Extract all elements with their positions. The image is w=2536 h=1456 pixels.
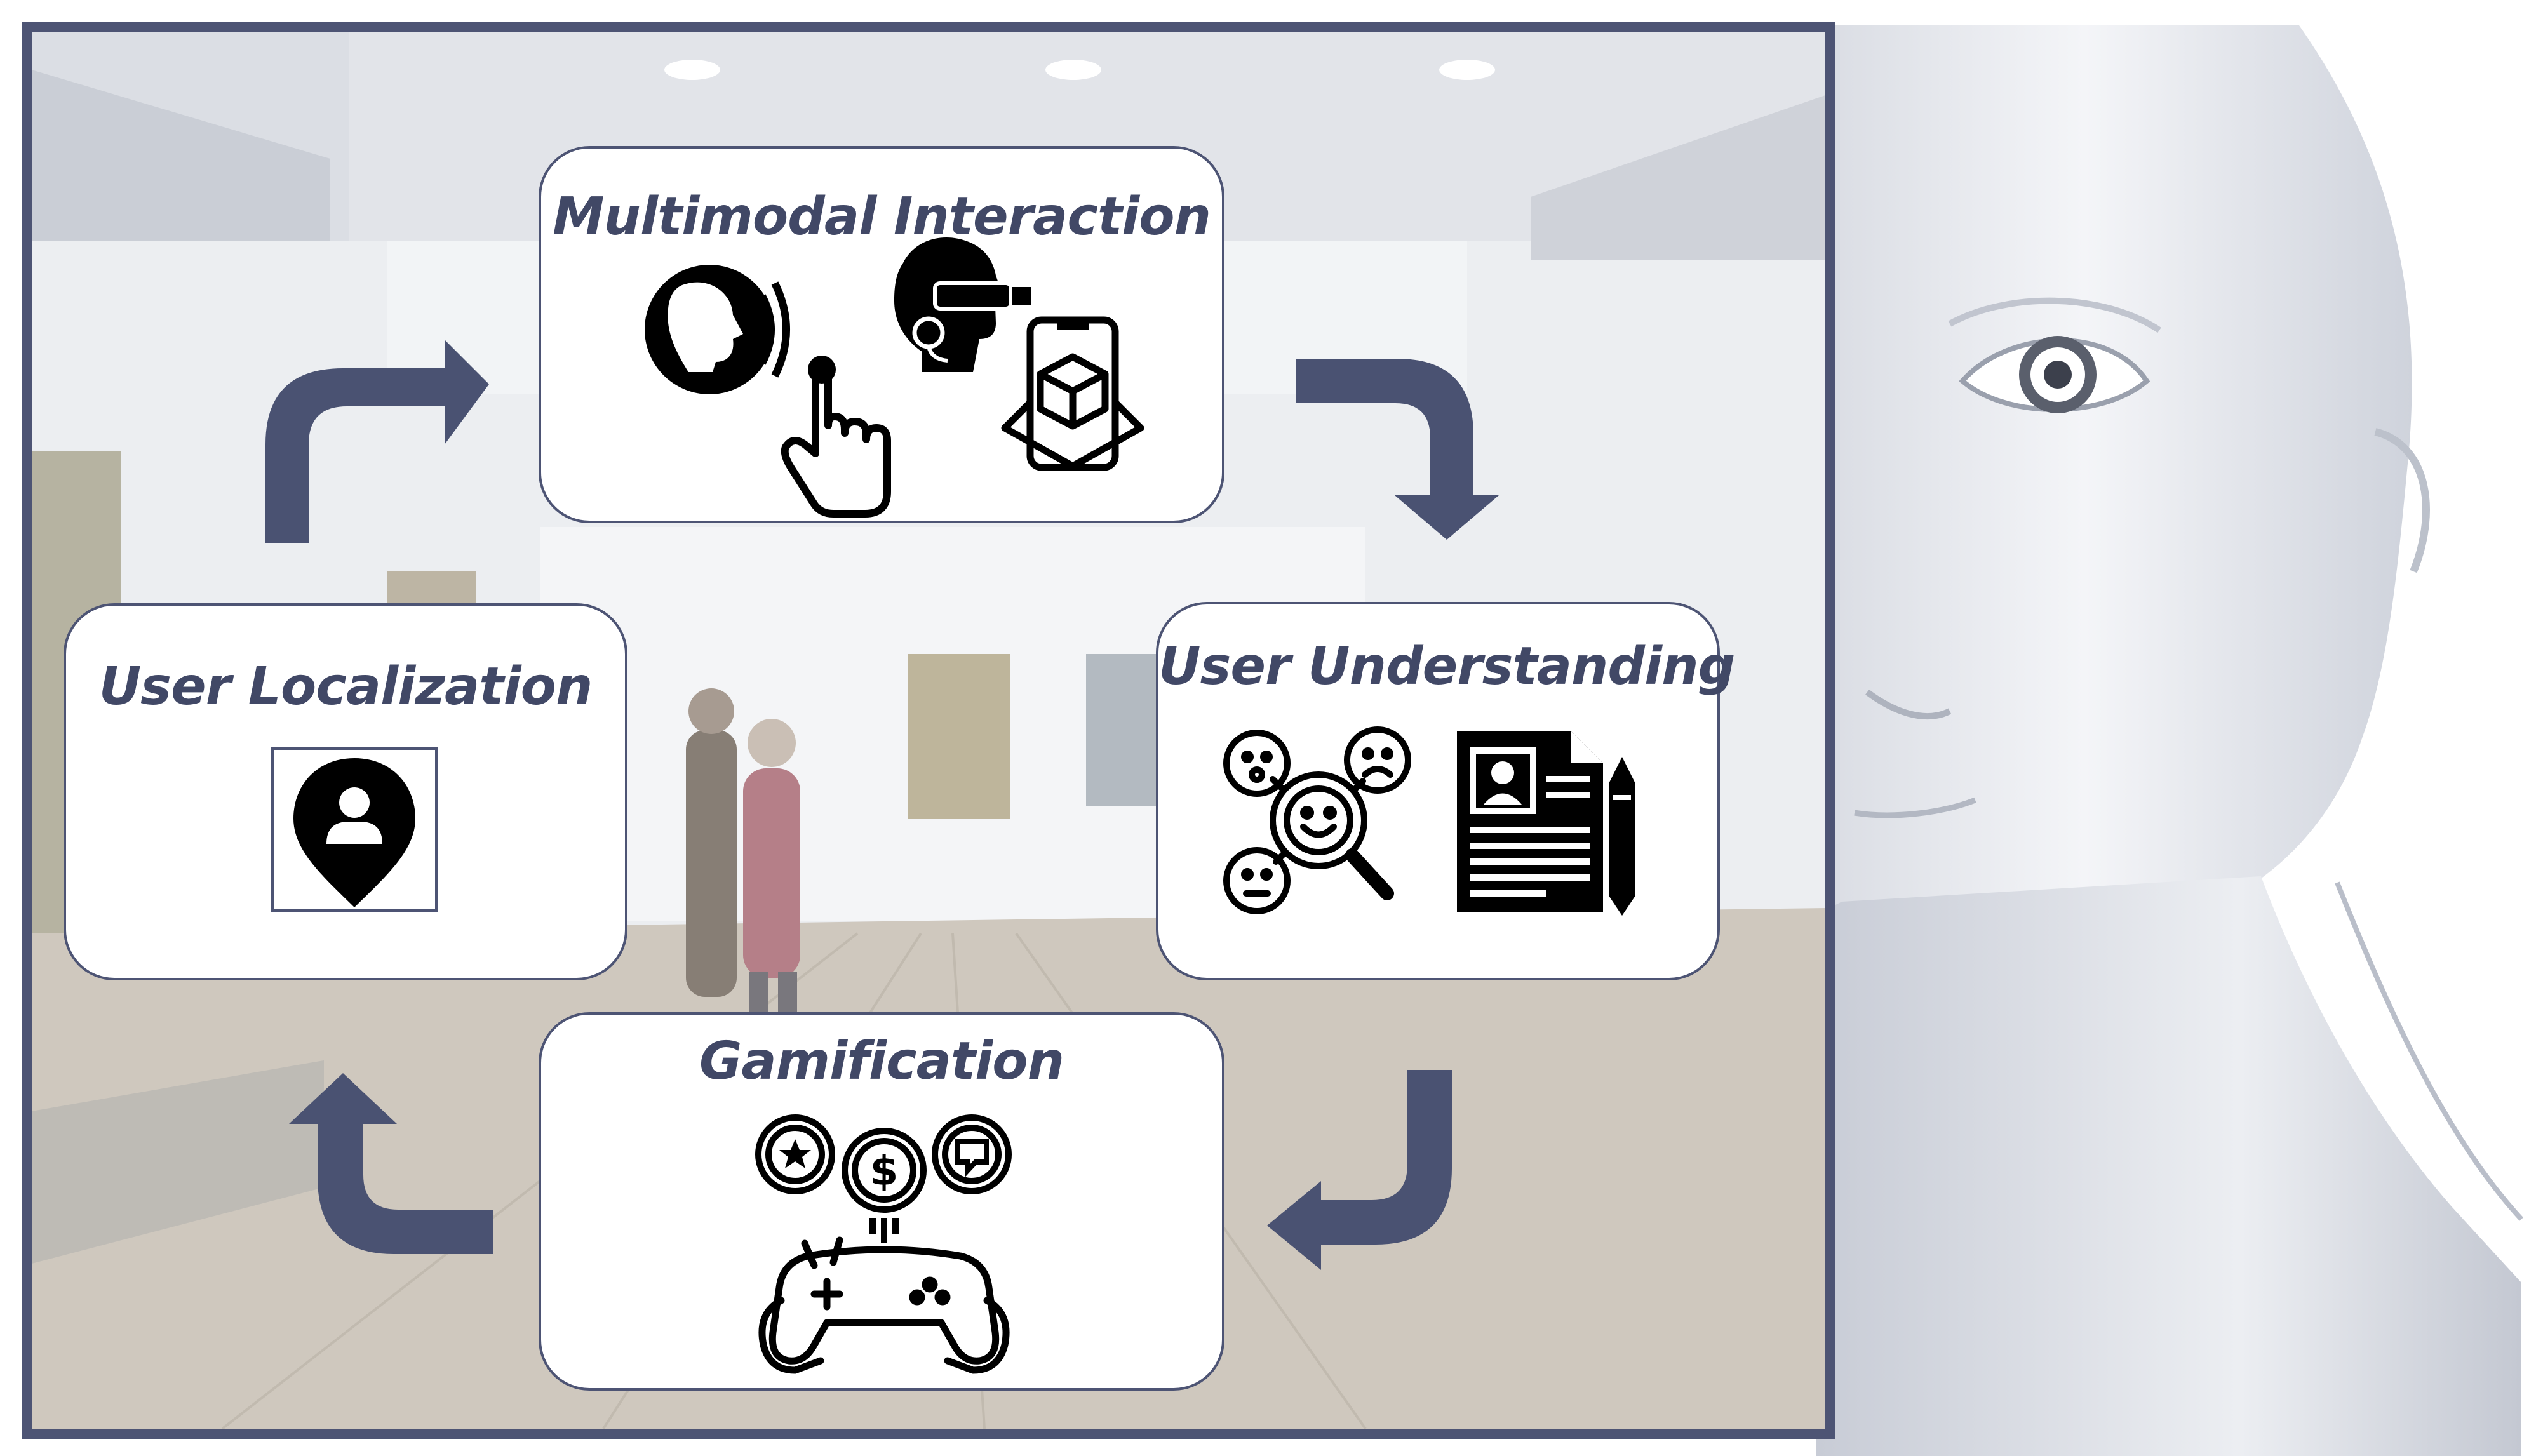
location-user-pin-icon: [271, 747, 438, 912]
node-multimodal-interaction: Multimodal Interaction: [539, 146, 1224, 523]
node-title: User Localization: [98, 657, 593, 717]
game-controller-icon: [758, 1236, 1010, 1374]
vr-headset-icon: [894, 237, 1031, 372]
node-user-localization: User Localization: [64, 603, 627, 980]
node-title: Multimodal Interaction: [553, 187, 1211, 247]
node-gamification: Gamification $: [539, 1012, 1224, 1391]
node-title: User Understanding: [1158, 636, 1735, 697]
humanoid-face-illustration: [1816, 25, 2523, 1456]
reward-coins-icon: $: [755, 1114, 1012, 1243]
svg-text:$: $: [870, 1148, 899, 1195]
user-profile-document-icon: [1457, 731, 1635, 916]
tap-gesture-icon: [781, 356, 891, 518]
speech-icon: [645, 265, 790, 394]
emotion-analysis-icon: [1223, 726, 1411, 914]
node-user-understanding: User Understanding: [1156, 602, 1735, 980]
ar-phone-icon: [1001, 316, 1144, 471]
node-title: Gamification: [699, 1031, 1064, 1092]
